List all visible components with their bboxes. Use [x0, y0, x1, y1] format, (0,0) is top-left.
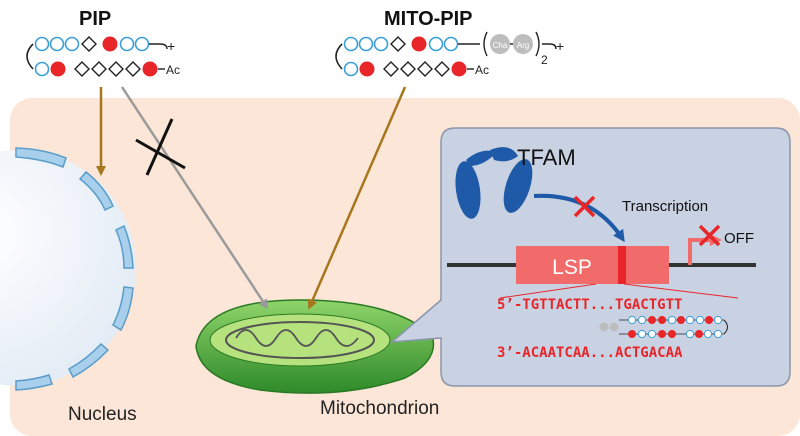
- pip-binding-site: [618, 246, 626, 284]
- pip-title: PIP: [79, 8, 111, 30]
- tfam-label: TFAM: [517, 145, 576, 170]
- nucleus-label: Nucleus: [68, 404, 137, 425]
- tfam-protein: [455, 147, 533, 219]
- sequence-bottom: 3’-ACAATCAA...ACTGACAA: [497, 345, 683, 361]
- mito-pip-to-mito-arrow: [307, 86, 407, 310]
- off-label: OFF: [724, 230, 754, 247]
- nucleus: [0, 147, 136, 391]
- pip-cap-top: +: [167, 38, 175, 54]
- arg-residue-label: Arg: [517, 41, 529, 50]
- mitochondrion: [195, 299, 435, 394]
- pip-cap-bottom: Ac: [166, 63, 180, 77]
- pip-structure: [26, 36, 168, 77]
- transcription-label: Transcription: [622, 198, 708, 215]
- cha-residue-label: Cha: [493, 41, 508, 50]
- mito-pip-cap-top: +: [556, 38, 564, 54]
- mito-pip-title: MITO-PIP: [384, 8, 473, 30]
- block-cross-icon: [135, 118, 186, 176]
- pip-to-mito-arrow: [120, 86, 269, 310]
- inhibition-x-icon: [573, 195, 596, 218]
- sequence-leader-left: [499, 283, 597, 299]
- lsp-label: LSP: [552, 256, 592, 279]
- lsp-box: [516, 246, 669, 284]
- mitochondrion-label: Mitochondrion: [320, 398, 439, 419]
- sequence-leader-right: [623, 283, 739, 299]
- mito-pip-structure: [335, 31, 557, 77]
- repeat-subscript: 2: [541, 53, 548, 67]
- sequence-top: 5’-TGTTACTT...TGACTGTT: [497, 297, 682, 313]
- bound-mito-pip-icon: [599, 315, 728, 339]
- off-x-icon: [698, 224, 721, 247]
- mito-pip-cap-bottom: Ac: [475, 63, 489, 77]
